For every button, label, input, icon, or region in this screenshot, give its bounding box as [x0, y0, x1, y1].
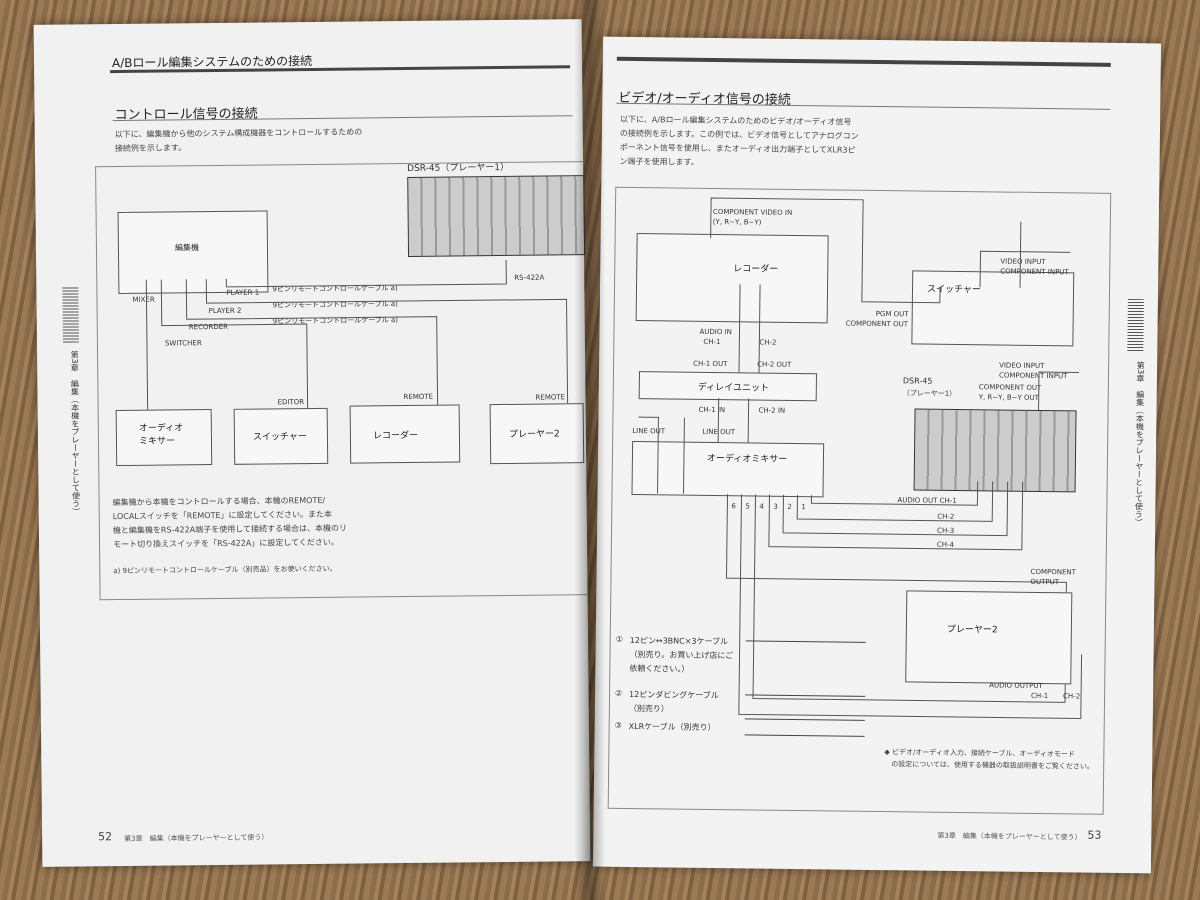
right-page-number: 53	[1087, 828, 1102, 842]
left-page-number: 52	[98, 830, 113, 844]
right-thumb-tab-marks	[1127, 299, 1144, 352]
component-output-label-1: COMPONENT	[1030, 567, 1076, 577]
device-recorder-label: レコーダー	[372, 430, 418, 442]
device-audio-mixer-label: オーディオ ミキサー	[138, 423, 184, 447]
thumb-tab-marks	[62, 286, 79, 343]
legend-3-text: XLRケーブル（別売り）	[628, 721, 716, 733]
device-switcher-top: EDITOR	[277, 398, 305, 407]
av-cable-lines	[638, 197, 1083, 720]
left-page: A/Bロール編集システムのための接続 コントロール信号の接続 以下に、編集機から…	[33, 19, 591, 867]
left-side-tab: 第3章 編集（本機をプレーヤーとして使う）	[70, 350, 81, 516]
left-footer: 第3章 編集（本機をプレーヤーとして使う）	[124, 833, 269, 843]
legend-1-text: 12ピン↔3BNC×3ケーブル	[629, 635, 729, 647]
legend-1-sub2: 依頼ください。）	[629, 663, 690, 674]
audio-output-ch1: CH-1	[1031, 691, 1049, 701]
note-line-4: モート切り換えスイッチを「RS-422A」に設定してください。	[113, 537, 339, 550]
legend-2-num: ②	[615, 688, 623, 698]
device-player2-label: プレーヤー2	[508, 429, 560, 440]
device-player2-top: REMOTE	[535, 393, 566, 402]
legend-1-num: ①	[615, 634, 623, 644]
player2-label: プレーヤー2	[946, 624, 998, 636]
device-player2: プレーヤー2	[489, 403, 585, 465]
device-switcher-label: スイッチャー	[252, 432, 307, 443]
right-footer: 第3章 編集（本機をプレーヤーとして使う）	[937, 831, 1082, 842]
component-output-label-2: OUTPUT	[1030, 577, 1060, 587]
right-side-tab: 第3章 編集（本機をプレーヤーとして使う）	[1134, 361, 1146, 527]
legend-1-sub: （別売り。お買い上げ店にご	[629, 649, 734, 661]
device-recorder: レコーダー	[349, 404, 461, 464]
device-recorder-top: REMOTE	[403, 392, 434, 402]
control-cable-lines	[145, 259, 569, 444]
device-audio-mixer: オーディオ ミキサー	[115, 409, 213, 467]
audio-output-ch2: CH-2	[1063, 692, 1081, 701]
legend-2-text: 12ピンダビングケーブル	[629, 689, 719, 701]
audio-output-label: AUDIO OUTPUT	[989, 681, 1043, 691]
book-gutter-shadow	[575, 0, 605, 900]
player2-box: プレーヤー2	[905, 590, 1073, 685]
footnote: a) 9ピンリモートコントロールケーブル（別売品）をお使いください。	[113, 564, 337, 576]
device-switcher: スイッチャー	[233, 407, 329, 465]
right-note-2: の設定については、使用する機器の取扱説明書をご覧ください。	[884, 760, 1094, 771]
right-page: ビデオ/オーディオ信号の接続 以下に、A/Bロール編集システムのためのビデオ/オ…	[592, 36, 1162, 874]
legend-3-num: ③	[614, 720, 622, 730]
legend-2-sub: （別売り）	[628, 703, 669, 714]
